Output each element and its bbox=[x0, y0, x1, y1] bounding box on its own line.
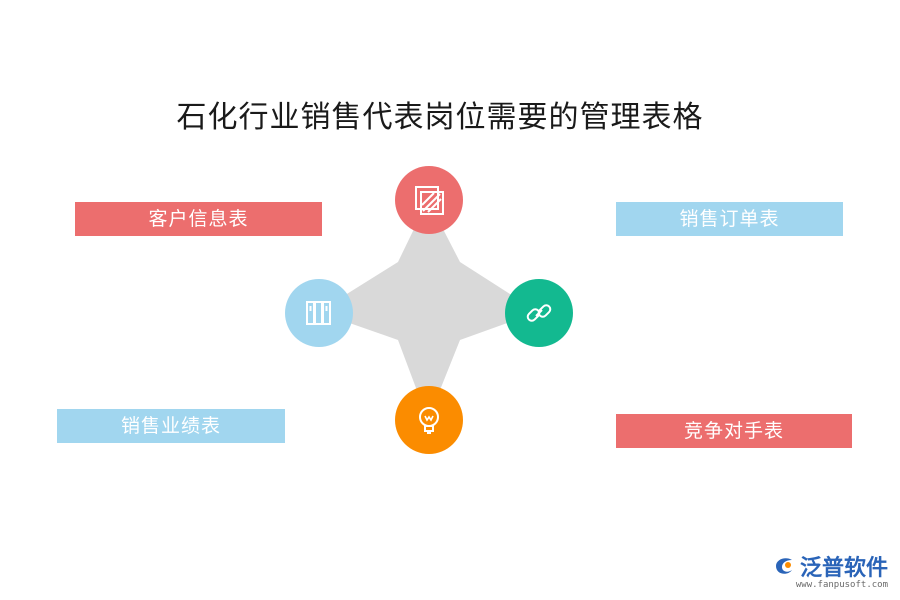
link-icon bbox=[526, 304, 552, 322]
brand-name: 泛普软件 bbox=[799, 556, 888, 581]
fanpu-logo-icon bbox=[775, 558, 792, 574]
stripes-square-icon bbox=[415, 186, 444, 215]
lightbulb-icon bbox=[419, 407, 439, 434]
label-competitor: 竞争对手表 bbox=[616, 414, 852, 448]
brand-url: www.fanpusoft.com bbox=[795, 580, 888, 590]
books-icon bbox=[306, 301, 331, 325]
label-sales-order: 销售订单表 bbox=[616, 202, 843, 236]
node-left bbox=[285, 279, 353, 347]
node-right bbox=[505, 279, 573, 347]
node-bottom bbox=[395, 386, 463, 454]
brand-logo: 泛普软件 www.fanpusoft.com bbox=[772, 550, 888, 590]
label-customer-info: 客户信息表 bbox=[75, 202, 322, 236]
label-sales-performance: 销售业绩表 bbox=[57, 409, 285, 443]
node-top bbox=[395, 166, 463, 234]
page-title: 石化行业销售代表岗位需要的管理表格 bbox=[176, 100, 704, 135]
star-shape bbox=[318, 200, 538, 420]
